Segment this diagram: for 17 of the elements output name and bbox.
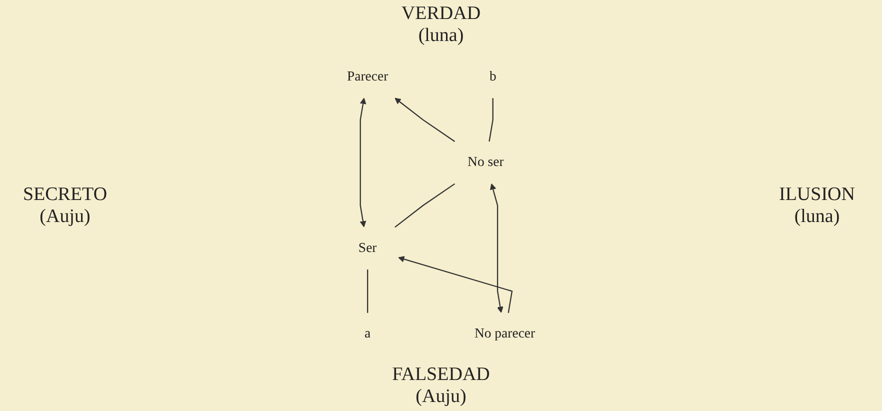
node-text: b [489,68,496,84]
connector [488,98,494,142]
arrow [398,256,513,313]
bracket-label: VERDAD (luna) [400,3,482,47]
node-text: Ser [358,240,377,256]
node-text: Parecer [346,68,388,84]
connector [394,183,455,228]
connector [366,270,368,313]
bracket-label: FALSEDAD (Auju) [391,364,491,408]
arrow [360,98,366,228]
bracket-label: SECRETO (Auju) [22,184,108,228]
node-text: No ser [467,154,504,170]
arrow [490,184,504,313]
bracket-label: ILUSION (luna) [778,184,856,228]
arrow [394,98,455,142]
node-text: No parecer [474,326,536,342]
node-text: a [364,326,371,342]
